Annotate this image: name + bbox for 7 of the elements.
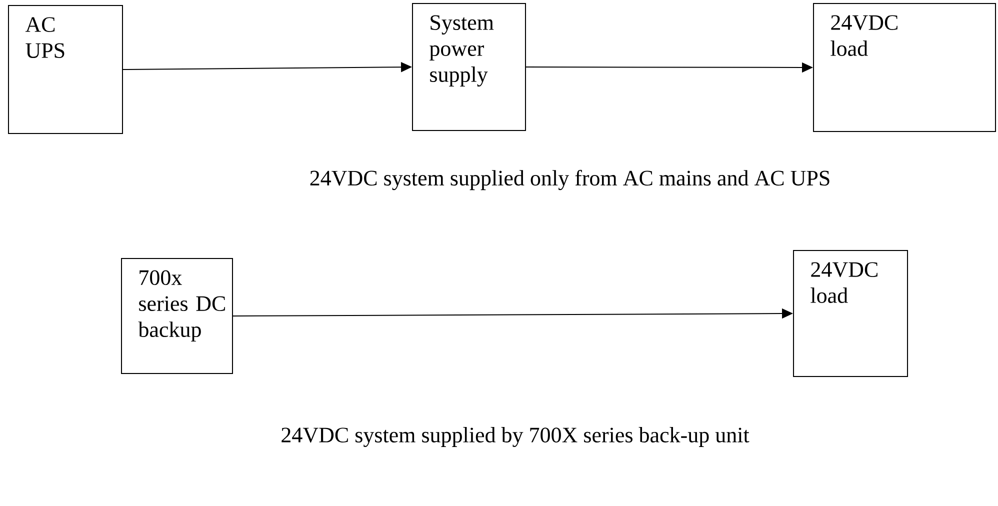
caption: 24VDC system supplied only from AC mains and AC UPS	[310, 170, 830, 190]
caption: 24VDC system supplied by 700X series back-up unit	[282, 427, 750, 448]
box: 700x series DC backup	[121, 258, 233, 374]
box: AC UPS	[8, 5, 123, 134]
box: 24VDC load	[793, 250, 908, 377]
box: 24VDC load	[813, 3, 996, 132]
box: System power supply	[412, 3, 526, 131]
